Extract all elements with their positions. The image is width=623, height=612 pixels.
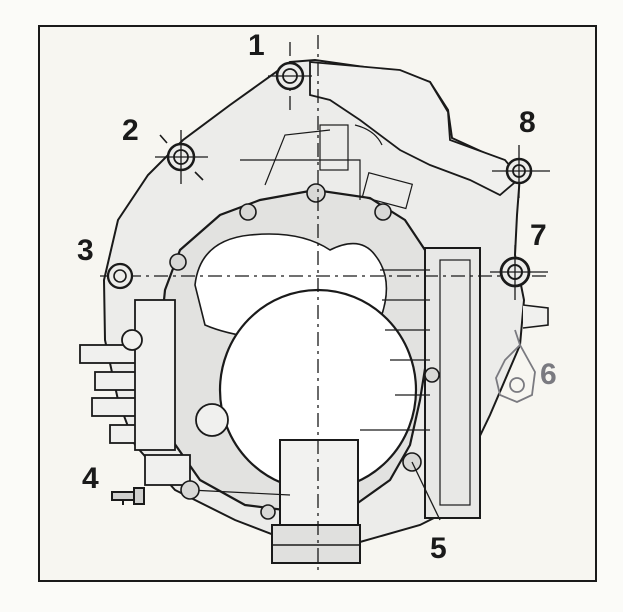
bolt-8 xyxy=(492,145,550,198)
right-flange xyxy=(424,247,481,519)
lug-6 xyxy=(495,329,536,403)
right-flange-inner xyxy=(439,259,471,506)
bolt-2 xyxy=(155,130,208,184)
callout-6: 6 xyxy=(540,358,557,391)
callout-1: 1 xyxy=(248,29,265,62)
output-flange xyxy=(271,524,361,564)
right-tab xyxy=(522,304,549,329)
callout-4: 4 xyxy=(82,462,99,495)
bolt-1 xyxy=(268,61,312,91)
left-fittings xyxy=(79,299,229,486)
internal-ribs xyxy=(189,124,430,496)
callout-8: 8 xyxy=(519,106,536,139)
upper-lobe xyxy=(309,61,522,197)
callout-7: 7 xyxy=(530,219,547,252)
leader-5 xyxy=(411,461,441,521)
callout-5: 5 xyxy=(430,532,447,565)
casing-bolts xyxy=(169,183,440,520)
callout-2: 2 xyxy=(122,114,139,147)
bolt-3 xyxy=(106,262,134,290)
bolt-4 xyxy=(111,487,145,505)
bolt-7 xyxy=(490,245,548,300)
callout-3: 3 xyxy=(77,234,94,267)
